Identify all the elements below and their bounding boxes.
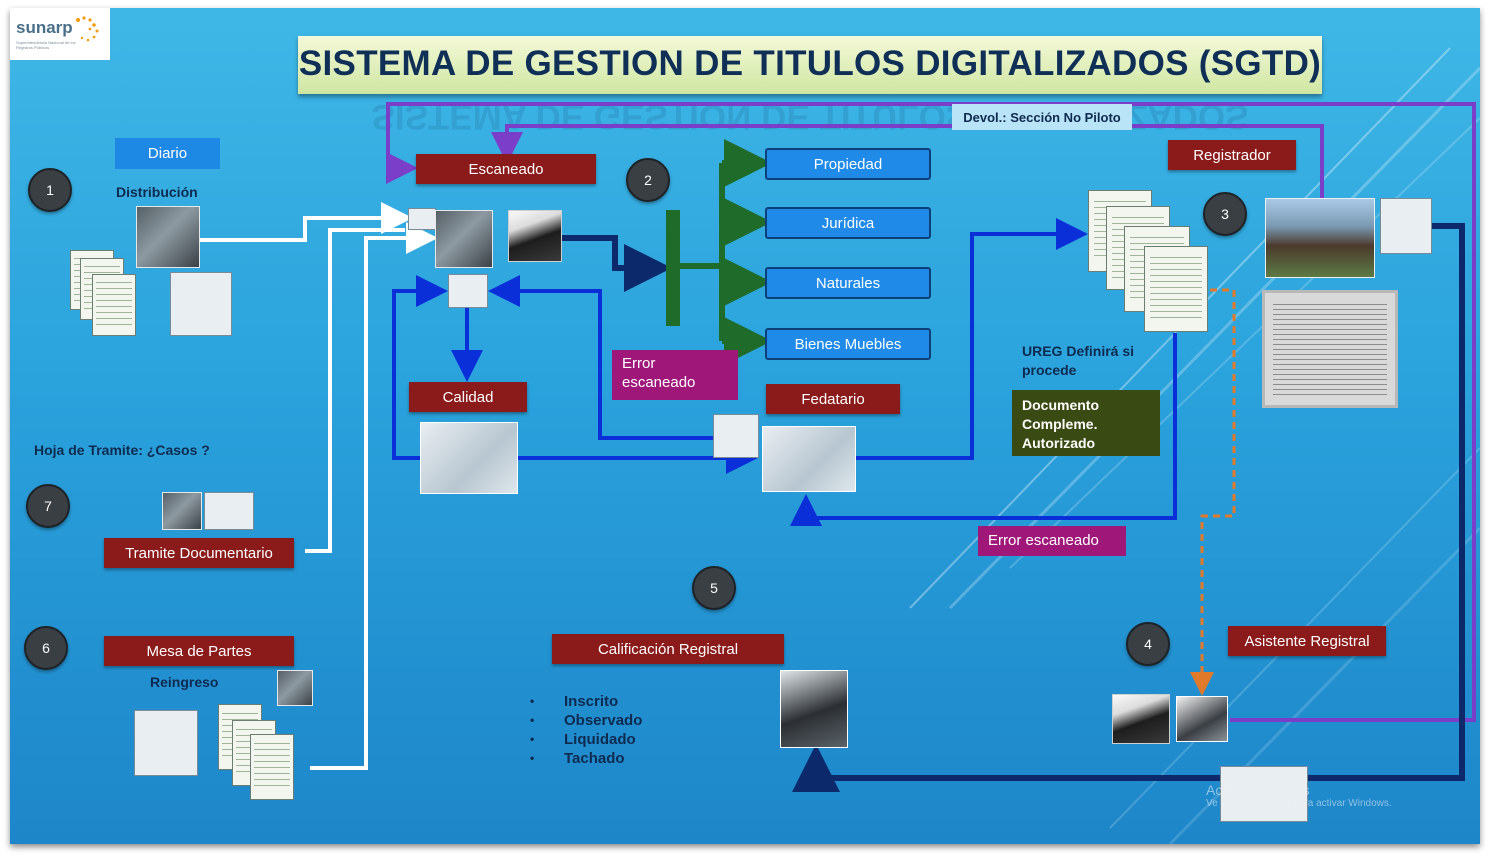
tramite-screen-thumbnail (204, 492, 254, 530)
category-naturales: Naturales (765, 267, 931, 299)
document-stack-image (92, 274, 136, 336)
asistente-scanner-image (1112, 694, 1170, 744)
logo-dots-icon (76, 16, 99, 42)
distribution-worker-photo (136, 206, 200, 268)
logo-subtext: Superintendencia Nacional de los Registr… (16, 40, 76, 50)
quality-check-photo (420, 422, 518, 494)
category-propiedad: Propiedad (765, 148, 931, 180)
step-5-badge: 5 (692, 566, 736, 610)
mesa-partes-label: Mesa de Partes (104, 636, 294, 666)
screen-thumbnail (408, 208, 436, 230)
error-escaneado-label: Error escaneado (612, 350, 738, 400)
calidad-label: Calidad (409, 382, 527, 412)
title-banner: SISTEMA DE GESTION DE TITULOS DIGITALIZA… (298, 36, 1322, 94)
scanner-image (508, 210, 562, 262)
category-bienes-muebles: Bienes Muebles (765, 328, 931, 360)
page-title: SISTEMA DE GESTION DE TITULOS DIGITALIZA… (298, 44, 1322, 83)
house-photo (1265, 198, 1375, 278)
step-2-badge: 2 (626, 158, 670, 202)
step-7-badge: 7 (26, 484, 70, 528)
fedatario-signing-photo (762, 426, 856, 492)
documento-complemento-box: Documento Compleme. Autorizado (1012, 390, 1160, 456)
title-certificate-image (1262, 290, 1398, 408)
business-handshake-photo (780, 670, 848, 748)
step-6-badge: 6 (24, 626, 68, 670)
reingreso-label: Reingreso (150, 674, 219, 690)
slide: sunarp Superintendencia Nacional de los … (10, 8, 1480, 844)
watermark-subtitle: Ve a Configuración para activar Windows. (1206, 798, 1392, 809)
estado-item: Liquidado (530, 730, 642, 749)
scanning-operator-photo (435, 210, 493, 268)
estado-item: Tachado (530, 749, 642, 768)
system-screen-thumbnail (170, 272, 232, 336)
devol-label: Devol.: Sección No Piloto (952, 104, 1132, 130)
tramite-documentario-label: Tramite Documentario (104, 538, 294, 568)
watermark-title: Activar Windows (1206, 782, 1310, 798)
registrador-screen-thumbnail (1380, 198, 1432, 254)
scan-screen-thumbnail (448, 274, 488, 308)
fedatario-label: Fedatario (766, 384, 900, 414)
estado-item: Observado (530, 711, 642, 730)
reingreso-screen-thumbnail (134, 710, 198, 776)
calificacion-estados-list: Inscrito Observado Liquidado Tachado (530, 692, 642, 768)
reingreso-document-image (250, 734, 294, 800)
ureg-note: UREG Definirá si procede (1022, 343, 1135, 378)
step-3-badge: 3 (1203, 192, 1247, 236)
fedatario-screen-thumbnail (713, 414, 759, 458)
diario-label: Diario (115, 138, 220, 169)
escaneado-label: Escaneado (416, 154, 596, 184)
distribucion-label: Distribución (116, 184, 198, 200)
flow-connectors (200, 102, 1476, 792)
logo-text: sunarp (16, 18, 73, 37)
estado-item: Inscrito (530, 692, 642, 711)
category-juridica: Jurídica (765, 207, 931, 239)
asistente-operator-photo (1176, 696, 1228, 742)
asistente-screen-thumbnail (1220, 766, 1308, 822)
tramite-operator-photo (162, 492, 202, 530)
hoja-tramite-label: Hoja de Tramite: ¿Casos ? (34, 442, 210, 458)
sunarp-logo: sunarp Superintendencia Nacional de los … (10, 8, 110, 60)
asistente-registral-label: Asistente Registral (1228, 626, 1386, 656)
step-1-badge: 1 (28, 168, 72, 212)
windows-activation-watermark: Activar Windows Ve a Configuración para … (1206, 782, 1392, 809)
step-4-badge: 4 (1126, 622, 1170, 666)
calificacion-registral-label: Calificación Registral (552, 634, 784, 664)
error-escaneado-label-2: Error escaneado (978, 526, 1126, 556)
reingreso-operator-photo (277, 670, 313, 706)
registrador-label: Registrador (1168, 140, 1296, 170)
register-document-image (1144, 246, 1208, 332)
